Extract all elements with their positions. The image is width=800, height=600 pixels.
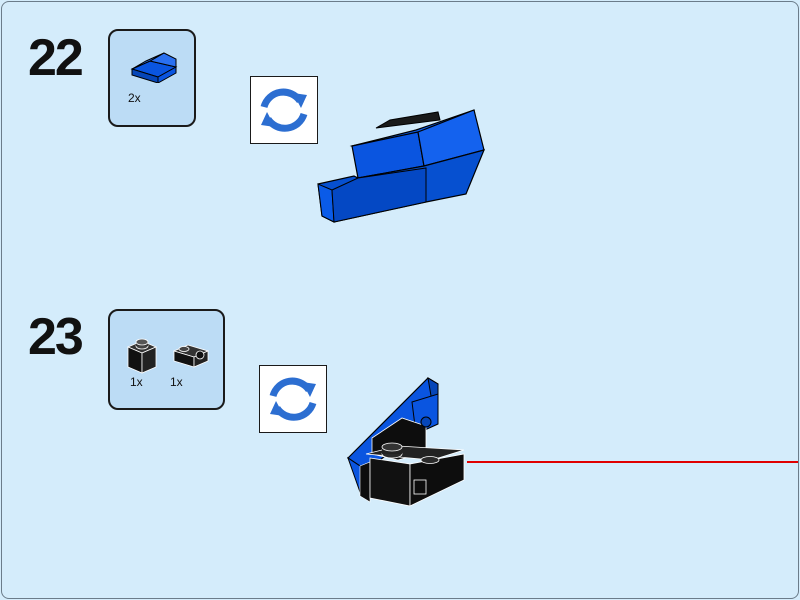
slope-brick-icon (130, 52, 178, 83)
step-22-part-qty: 2x (128, 91, 141, 105)
step-22-rotate-indicator (250, 76, 318, 144)
black-brick-1x1-icon (126, 338, 158, 374)
guide-line (467, 461, 798, 463)
step-22-parts-list: 2x (108, 29, 196, 127)
black-bracket-icon (172, 344, 210, 368)
step-23-part-2-qty: 1x (170, 375, 183, 389)
step-22-number: 22 (28, 29, 84, 87)
step-23-model-assembly (347, 377, 465, 507)
step-23-rotate-indicator (259, 365, 327, 433)
step-23-number: 23 (28, 308, 84, 366)
rotate-arrows-icon (269, 377, 317, 421)
rotate-arrows-icon (260, 88, 308, 132)
step-22-model-assembly (317, 109, 486, 223)
step-23-part-1-qty: 1x (130, 375, 143, 389)
step-23-parts-list: 1x 1x (108, 309, 225, 410)
